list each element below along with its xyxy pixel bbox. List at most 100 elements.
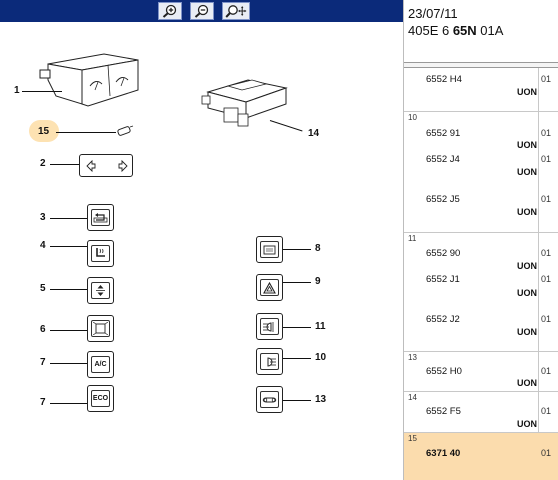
callout-5[interactable]: 5: [40, 283, 46, 294]
parts-header: 23/07/11 405E 6 65N 01A: [404, 0, 558, 40]
qty-column-divider: [538, 68, 539, 480]
unit-label: UON: [517, 87, 537, 97]
callout-15-highlight: [29, 120, 59, 142]
switch-9-hazard[interactable]: [256, 274, 283, 301]
part-reference[interactable]: 6552 J4: [426, 154, 460, 165]
model-prefix: 405E 6: [408, 23, 453, 38]
part-reference[interactable]: 6552 F5: [426, 406, 461, 417]
hazard-warning-icon: [263, 281, 276, 294]
switch-11-fog-rear[interactable]: [256, 313, 283, 340]
blank-cover-icon: [93, 322, 108, 335]
parts-group-10[interactable]: 10 6552 91 UON 01 6552 J4 UON 01 6552 J5…: [404, 112, 558, 233]
zoom-toolbar: [0, 0, 403, 22]
model-suffix: 01A: [476, 23, 504, 38]
parts-group-row[interactable]: 6552 H4 UON 01: [404, 68, 558, 112]
leader-line-5: [50, 289, 87, 290]
switch-2-blank[interactable]: [79, 154, 133, 177]
heated-seat-icon: [96, 248, 105, 257]
part-reference[interactable]: 6552 90: [426, 248, 461, 259]
parts-group-11[interactable]: 11 6552 90 UON 01 6552 J1 UON 01 6552 J2…: [404, 233, 558, 352]
zoom-in-icon: [162, 4, 177, 18]
parts-group-15-selected[interactable]: 15 6371 40 01: [404, 433, 558, 480]
unit-label: UON: [517, 167, 537, 177]
switch-3-recirculation[interactable]: [87, 204, 114, 231]
quantity: 01: [541, 74, 552, 84]
left-right-arrows-icon: [86, 159, 128, 173]
parts-group-14[interactable]: 14 6552 F5 UON 01: [404, 392, 558, 433]
leader-line-7b: [50, 403, 87, 404]
leader-line-8: [283, 249, 311, 250]
leader-line-10: [283, 358, 311, 359]
quantity: 01: [541, 406, 552, 416]
quantity: 01: [541, 274, 552, 284]
wiper-switch-block-drawing: [39, 53, 139, 107]
switch-7-ac[interactable]: A/C: [87, 351, 114, 378]
unit-label: UON: [517, 419, 537, 429]
part-reference[interactable]: 6552 J1: [426, 274, 460, 285]
callout-13[interactable]: 13: [315, 394, 327, 405]
unit-label: UON: [517, 288, 537, 298]
catalog-date: 23/07/11: [408, 6, 458, 21]
callout-14[interactable]: 14: [308, 128, 320, 139]
switch-5-headlamp-level[interactable]: [87, 277, 114, 304]
parts-list-pane: 23/07/11 405E 6 65N 01A 6552 H4 UON 01 1…: [403, 0, 558, 480]
group-number: 13: [408, 353, 417, 362]
group-number: 10: [408, 113, 417, 122]
callout-3[interactable]: 3: [40, 212, 46, 223]
switch-4-seat-heater[interactable]: [87, 240, 114, 267]
leader-line-6: [50, 330, 87, 331]
leader-line-2: [50, 164, 79, 165]
model-code: 65N: [452, 23, 477, 38]
callout-1[interactable]: 1: [14, 85, 20, 96]
leader-line-13: [283, 400, 311, 401]
part-reference[interactable]: 6552 91: [426, 128, 461, 139]
zoom-out-button[interactable]: [190, 2, 214, 20]
group-number: 11: [408, 234, 417, 243]
quantity: 01: [541, 128, 552, 138]
unit-label: UON: [517, 207, 537, 217]
unit-label: UON: [517, 261, 537, 271]
unit-label: UON: [517, 140, 537, 150]
rear-fog-lamp-icon: [263, 321, 274, 332]
zoom-move-button[interactable]: [222, 2, 250, 20]
callout-9[interactable]: 9: [315, 276, 321, 287]
parts-group-13[interactable]: 13 6552 H0 UON 01: [404, 352, 558, 392]
exploded-diagram-pane: 1 14 15 2 3 4: [0, 0, 403, 413]
leader-line-11: [283, 327, 311, 328]
switch-10-fog-front[interactable]: [256, 348, 283, 375]
switch-6-blank[interactable]: [87, 315, 114, 342]
switch-13-child-lock[interactable]: [256, 386, 283, 413]
callout-15[interactable]: 15: [38, 126, 50, 137]
bulb-drawing: [117, 125, 134, 136]
quantity: 01: [541, 248, 552, 258]
switch-block-14-drawing: [201, 79, 288, 127]
callout-8[interactable]: 8: [315, 243, 321, 254]
leader-line-15: [56, 132, 116, 133]
quantity: 01: [541, 314, 552, 324]
unit-label: UON: [517, 378, 537, 388]
group-number: 14: [408, 393, 417, 402]
window-lock-icon: [262, 397, 277, 402]
part-reference[interactable]: 6552 J5: [426, 194, 460, 205]
callout-2[interactable]: 2: [40, 158, 46, 169]
part-reference[interactable]: 6552 H4: [426, 74, 462, 85]
part-reference[interactable]: 6552 H0: [426, 366, 462, 377]
leader-line-9: [283, 282, 311, 283]
callout-4[interactable]: 4: [40, 240, 46, 251]
switch-7-eco[interactable]: ECO: [87, 385, 114, 412]
callout-7b[interactable]: 7: [40, 397, 46, 408]
zoom-in-button[interactable]: [158, 2, 182, 20]
leader-line-1: [22, 91, 62, 92]
quantity: 01: [541, 194, 552, 204]
callout-10[interactable]: 10: [315, 352, 327, 363]
callout-6[interactable]: 6: [40, 324, 46, 335]
callout-11[interactable]: 11: [315, 321, 326, 332]
leader-line-3: [50, 218, 87, 219]
part-reference[interactable]: 6552 J2: [426, 314, 460, 325]
zoom-move-icon: [225, 5, 247, 18]
switch-8-blank[interactable]: [256, 236, 283, 263]
quantity: 01: [541, 366, 552, 376]
part-reference[interactable]: 6371 40: [426, 448, 461, 459]
eco-label: ECO: [91, 390, 110, 407]
callout-7a[interactable]: 7: [40, 357, 46, 368]
